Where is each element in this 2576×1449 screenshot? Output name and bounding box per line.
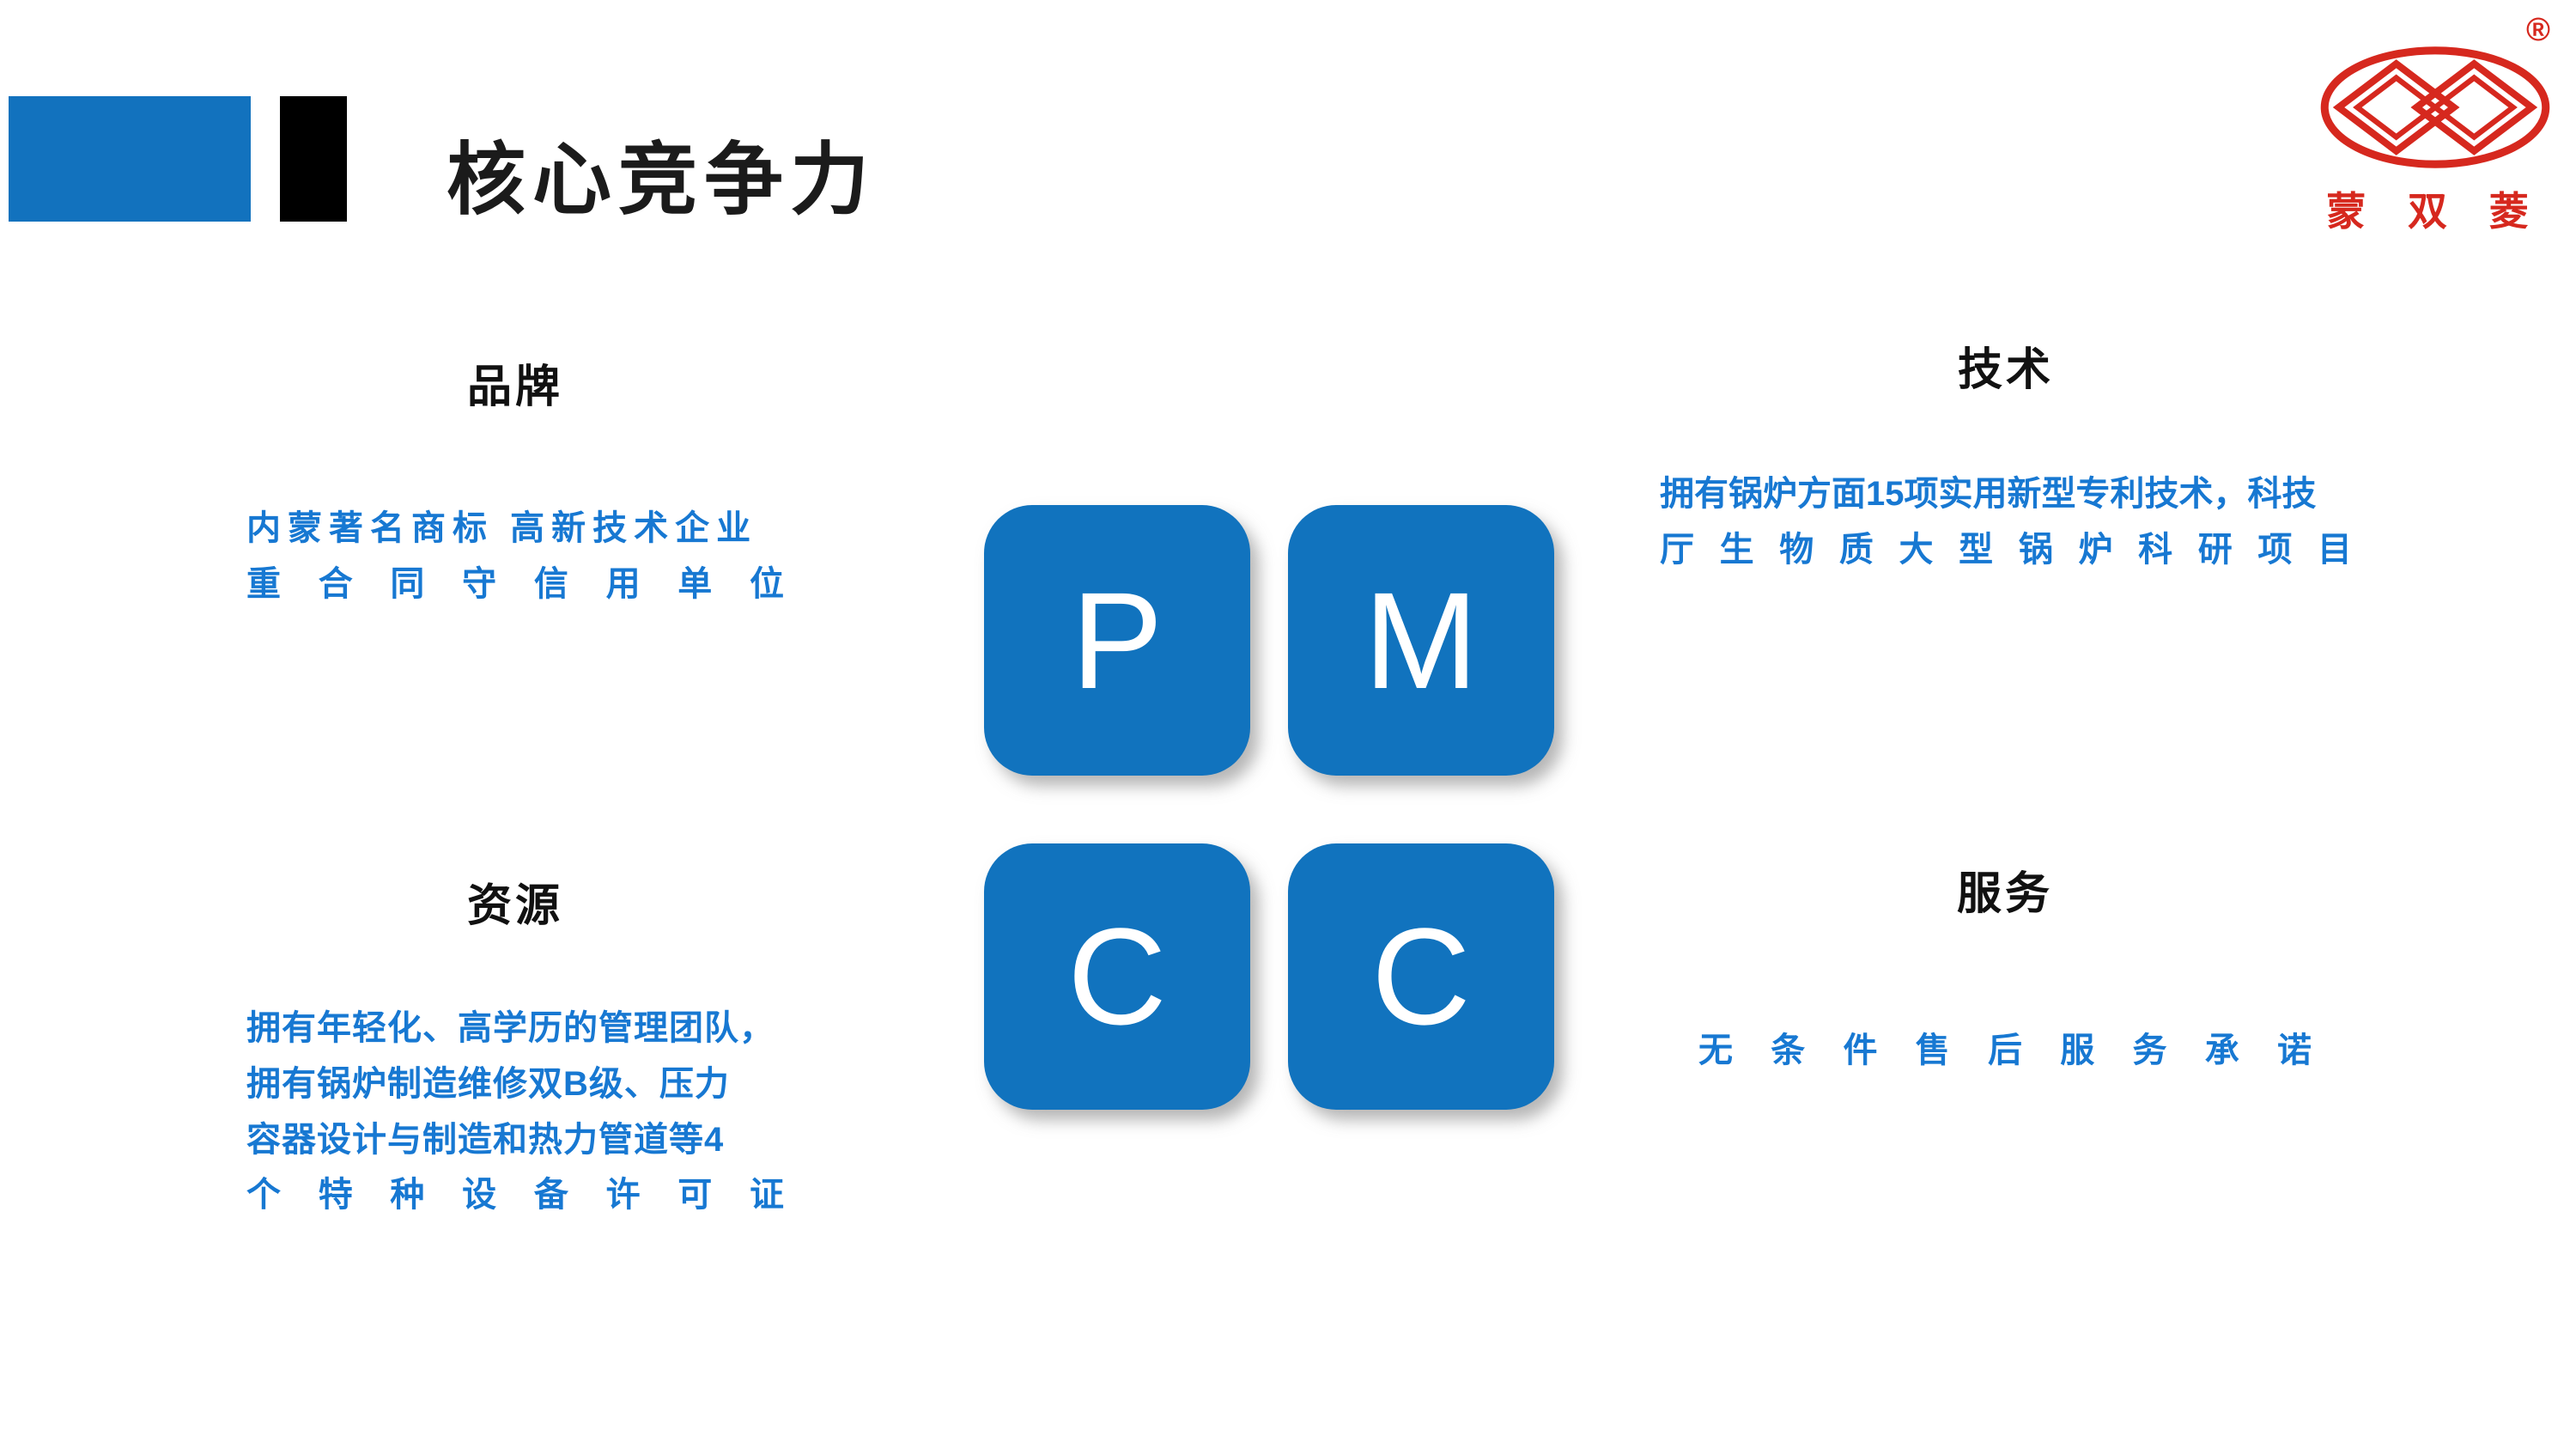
tech-text-line-1: 拥有锅炉方面15项实用新型专利技术，科技	[1660, 475, 2317, 513]
resource-label: 资源	[466, 881, 563, 931]
brand-text-line-2: 重合同守信用单位	[246, 564, 784, 603]
matrix-tile-m: M	[1288, 505, 1554, 776]
tile-letter-c2: C	[1371, 899, 1471, 1053]
logo-text: 蒙 双 菱	[2326, 189, 2544, 234]
tech-text-line-2: 厅生物质大型锅炉科研项目	[1660, 530, 2352, 569]
accent-bar-blue	[9, 96, 251, 222]
page-title: 核心竞争力	[447, 137, 877, 224]
brand-text-line-1: 内蒙著名商标 高新技术企业	[246, 509, 758, 547]
quadrant-service: 服务 无条件售后服务承诺	[1698, 857, 2312, 1079]
matrix-tile-c1: C	[984, 843, 1250, 1110]
resource-text-line-1: 拥有年轻化、高学历的管理团队，	[246, 1009, 775, 1047]
brand-label: 品牌	[466, 362, 563, 412]
matrix-tile-c2: C	[1288, 843, 1554, 1110]
company-logo: 蒙 双 菱	[2318, 43, 2552, 237]
resource-text: 拥有年轻化、高学历的管理团队， 拥有锅炉制造维修双B级、压力 容器设计与制造和热…	[246, 1001, 784, 1223]
service-text-line-1: 无条件售后服务承诺	[1698, 1032, 2312, 1069]
resource-text-line-3: 容器设计与制造和热力管道等4	[246, 1120, 725, 1159]
service-label: 服务	[1956, 869, 2053, 919]
double-rhombus-logo-icon	[2320, 46, 2550, 168]
tile-letter-c1: C	[1067, 899, 1167, 1053]
tile-letter-m: M	[1364, 563, 1479, 717]
tech-text: 拥有锅炉方面15项实用新型专利技术，科技 厅生物质大型锅炉科研项目	[1660, 466, 2352, 578]
matrix-tile-p: P	[984, 505, 1250, 776]
quadrant-brand: 品牌 内蒙著名商标 高新技术企业 重合同守信用单位	[246, 350, 784, 612]
resource-text-line-2: 拥有锅炉制造维修双B级、压力	[246, 1064, 730, 1103]
service-text: 无条件售后服务承诺	[1698, 1023, 2312, 1079]
accent-bar-black	[280, 96, 347, 222]
quadrant-tech: 技术 拥有锅炉方面15项实用新型专利技术，科技 厅生物质大型锅炉科研项目	[1660, 333, 2352, 578]
resource-text-line-4: 个特种设备许可证	[246, 1176, 784, 1215]
tile-letter-p: P	[1071, 563, 1163, 717]
registered-trademark-symbol: ®	[2526, 12, 2550, 48]
brand-text: 内蒙著名商标 高新技术企业 重合同守信用单位	[246, 501, 784, 612]
tech-label: 技术	[1957, 345, 2054, 395]
quadrant-resource: 资源 拥有年轻化、高学历的管理团队， 拥有锅炉制造维修双B级、压力 容器设计与制…	[246, 869, 784, 1223]
